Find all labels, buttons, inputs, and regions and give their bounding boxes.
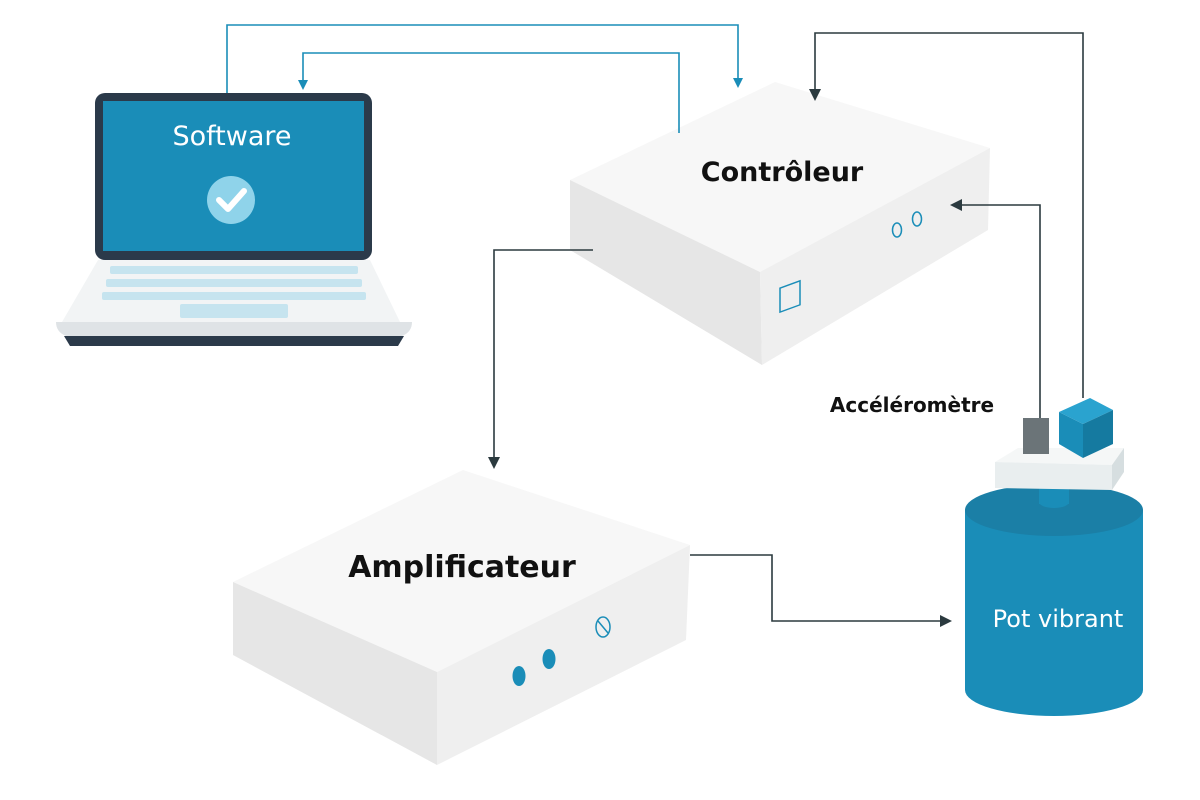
accelerometer-label: Accéléromètre [830,393,994,417]
laptop: Software [56,93,412,346]
arrow-accelerometer-to-controller [950,199,1041,418]
arrow-controller-to-software [298,52,680,133]
laptop-base [56,322,412,336]
arrow-software-to-controller [226,24,743,93]
laptop-deck [62,260,400,322]
shaker-top [965,484,1143,536]
arrow-amplifier-to-shaker [690,554,952,627]
arrow-specimen-to-controller [809,32,1084,398]
keyboard [102,266,366,300]
laptop-label: Software [172,121,291,152]
amplifier-knob-2 [542,649,556,669]
amplifier-box: Amplificateur [233,470,690,765]
test-specimen-cube [1059,398,1113,458]
amplifier-knob-1 [512,666,526,686]
trackpad [180,304,288,318]
shaker-table [995,448,1124,465]
check-circle-icon [207,176,255,224]
controller-label: Contrôleur [701,157,864,188]
shaker-label: Pot vibrant [993,605,1124,633]
shaker: Pot vibrant Accéléromètre [830,393,1143,716]
laptop-screen [103,101,364,251]
controller-port-1 [891,222,903,238]
connections [226,24,1084,627]
arrow-controller-to-amplifier [488,249,593,469]
amplifier-label: Amplificateur [348,550,576,585]
controller-display [779,279,801,314]
accelerometer-sensor [1023,418,1049,454]
controller-port-2 [911,211,923,227]
shaker-body [965,510,1143,716]
controller-box: Contrôleur [570,82,990,365]
amplifier-power-icon [595,616,611,638]
